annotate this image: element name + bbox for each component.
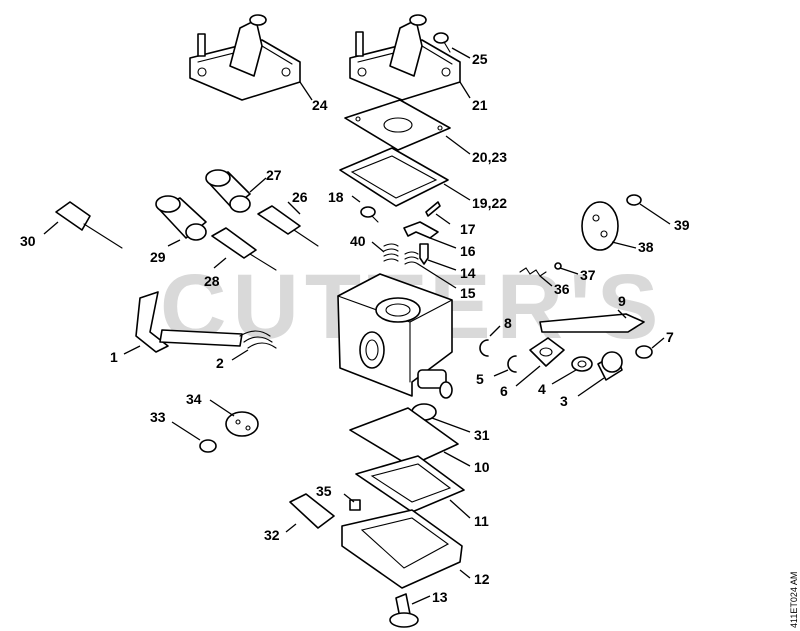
part-25-screw[interactable] — [433, 32, 451, 53]
callout-7: 7 — [666, 329, 674, 345]
callout-5: 5 — [476, 371, 484, 387]
callout-20-23: 20,23 — [472, 149, 507, 165]
callout-12: 12 — [474, 571, 490, 587]
callout-4: 4 — [538, 381, 546, 397]
callout-9: 9 — [618, 293, 626, 309]
part-1-shaft[interactable] — [135, 291, 243, 353]
part-18-screw[interactable] — [360, 206, 379, 223]
callout-37: 37 — [580, 267, 596, 283]
callout-40: 40 — [350, 233, 366, 249]
callout-18: 18 — [328, 189, 344, 205]
part-5-circlip[interactable] — [507, 355, 517, 373]
callout-33: 33 — [150, 409, 166, 425]
part-20-23-diaphragm[interactable] — [344, 99, 451, 151]
callout-17: 17 — [460, 221, 476, 237]
part-19-22-gasket[interactable] — [339, 147, 449, 207]
part-36-spring[interactable] — [519, 267, 547, 277]
part-38-disc[interactable] — [581, 201, 619, 251]
callout-10: 10 — [474, 459, 490, 475]
part-2-spring[interactable] — [239, 330, 277, 349]
callout-8: 8 — [504, 315, 512, 331]
part-10-diaphragm[interactable] — [349, 407, 459, 467]
part-17-pin[interactable] — [425, 201, 441, 217]
part-12-cover[interactable] — [341, 509, 463, 589]
part-37-ball[interactable] — [554, 262, 562, 270]
drawing-code: 411ET024 AM — [789, 572, 799, 628]
callout-21: 21 — [472, 97, 488, 113]
part-27-cap[interactable] — [205, 169, 251, 213]
callout-32: 32 — [264, 527, 280, 543]
callout-14: 14 — [460, 265, 476, 281]
callout-labels: 24 25 21 20,23 19,22 18 17 16 40 14 15 2… — [20, 51, 690, 605]
callout-34: 34 — [186, 391, 202, 407]
carburetor-body[interactable] — [337, 273, 453, 399]
callout-31: 31 — [474, 427, 490, 443]
part-32-screw[interactable] — [289, 493, 335, 529]
callout-3: 3 — [560, 393, 568, 409]
callout-6: 6 — [500, 383, 508, 399]
part-28-adjusting-screw[interactable] — [211, 227, 277, 271]
part-33-screw[interactable] — [199, 439, 217, 453]
part-21-pump-cover[interactable] — [349, 14, 461, 101]
callout-29: 29 — [150, 249, 166, 265]
callout-19-22: 19,22 — [472, 195, 507, 211]
part-24-pump-cover[interactable] — [189, 14, 301, 101]
callout-39: 39 — [674, 217, 690, 233]
part-30-screw[interactable] — [55, 201, 123, 249]
part-7-screw[interactable] — [635, 345, 653, 359]
part-11-gasket[interactable] — [355, 455, 465, 513]
leader-lines — [43, 47, 671, 605]
callout-28: 28 — [204, 273, 220, 289]
part-6-lever[interactable] — [529, 337, 565, 367]
callout-38: 38 — [638, 239, 654, 255]
part-16-lever[interactable] — [403, 221, 439, 239]
part-40-spring[interactable] — [383, 243, 399, 262]
part-13-screw[interactable] — [389, 593, 419, 628]
part-29-cap[interactable] — [155, 195, 207, 241]
part-35-valve[interactable] — [349, 499, 361, 511]
part-4-washer[interactable] — [571, 356, 593, 372]
part-34-disc[interactable] — [225, 411, 259, 437]
part-9-shaft[interactable] — [539, 313, 645, 333]
part-15-spring[interactable] — [404, 251, 419, 265]
callout-16: 16 — [460, 243, 476, 259]
part-26-adjusting-screw[interactable] — [257, 205, 319, 247]
callout-30: 30 — [20, 233, 36, 249]
part-14-needle[interactable] — [419, 243, 429, 265]
callout-1: 1 — [110, 349, 118, 365]
callout-35: 35 — [316, 483, 332, 499]
callout-11: 11 — [474, 513, 489, 529]
callout-13: 13 — [432, 589, 448, 605]
part-39-screw[interactable] — [626, 194, 642, 206]
callout-36: 36 — [554, 281, 570, 297]
callout-24: 24 — [312, 97, 328, 113]
callout-26: 26 — [292, 189, 308, 205]
callout-25: 25 — [472, 51, 488, 67]
part-8-circlip[interactable] — [479, 339, 489, 357]
part-3-knob[interactable] — [597, 351, 623, 381]
callout-15: 15 — [460, 285, 476, 301]
callout-27: 27 — [266, 167, 282, 183]
callout-2: 2 — [216, 355, 224, 371]
